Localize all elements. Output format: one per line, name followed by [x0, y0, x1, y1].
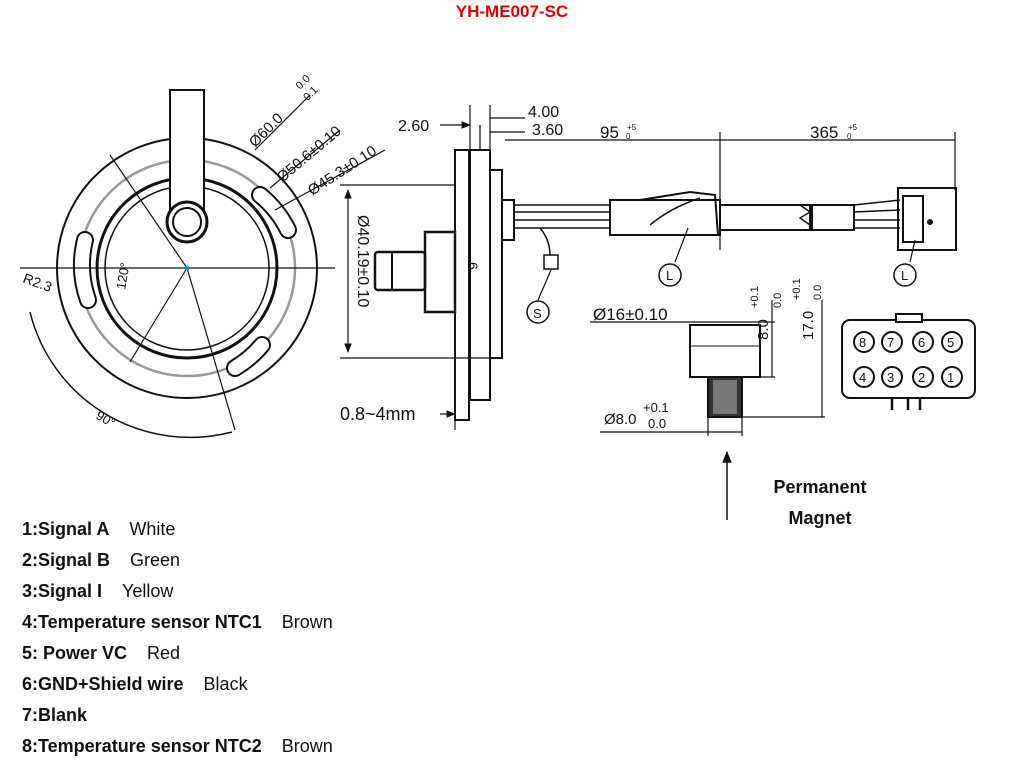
drawing-title: YH-ME007-SC	[455, 2, 569, 21]
dim-h8: 8.0	[755, 319, 772, 340]
flange-plate	[454, 149, 470, 421]
flange-body	[469, 149, 491, 401]
dim-d8-up: +0.1	[643, 400, 669, 415]
pin-6: 6	[918, 335, 925, 350]
dim-h8-up: +0.1	[749, 286, 761, 308]
pinout-row: 4:Temperature sensor NTC1 Brown	[22, 607, 333, 638]
dim-d60: Ø60.0	[246, 110, 287, 151]
pinout-row: 6:GND+Shield wire Black	[22, 669, 333, 700]
dim-d8: Ø8.0	[604, 411, 637, 428]
pin-8: 8	[859, 335, 866, 350]
dim-length-95-tol0: 0	[626, 132, 631, 141]
dim-gap: 0.8~4mm	[340, 404, 416, 424]
magnet-label-line-2: Magnet	[788, 508, 852, 528]
dim-2-60: 2.60	[398, 118, 429, 135]
dim-h17: 17.0	[800, 311, 817, 340]
pin-7: 7	[887, 335, 894, 350]
dim-angle-90: 90°	[94, 408, 119, 431]
pinout-label: 2:Signal B	[22, 550, 111, 570]
pinout-row: 8:Temperature sensor NTC2 Brown	[22, 731, 333, 762]
pin-4: 4	[859, 370, 866, 385]
pin-3: 3	[887, 370, 894, 385]
pinout-list: 1:Signal A White 2:Signal B Green 3:Signal…	[22, 514, 333, 762]
pinout-row: 3:Signal I Yellow	[22, 576, 333, 607]
dim-d40: Ø40.19±0.10	[354, 215, 371, 308]
magnet-label: Permanent Magnet	[760, 472, 880, 534]
pinout-color: Yellow	[122, 581, 174, 601]
dim-d16: Ø16±0.10	[593, 305, 668, 324]
pinout-color: Green	[130, 550, 181, 570]
cable-top	[169, 89, 205, 221]
marker-l-2: L	[901, 268, 908, 283]
pin-1: 1	[947, 370, 954, 385]
dim-h17-up: +0.1	[791, 278, 803, 300]
dim-3-60: 3.60	[532, 122, 563, 139]
dim-4-00: 4.00	[528, 104, 559, 121]
magnet-detail	[590, 300, 825, 520]
dim-d8-dn: 0.0	[648, 416, 666, 431]
pinout-label: 6:GND+Shield wire	[22, 674, 184, 694]
pin-5: 5	[947, 335, 954, 350]
front-view	[20, 89, 386, 439]
pinout-label: 4:Temperature sensor NTC1	[22, 612, 262, 632]
pinout-color: Brown	[281, 612, 333, 632]
pinout-color: Red	[147, 643, 181, 663]
pinout-label: 3:Signal I	[22, 581, 103, 601]
center-point	[184, 265, 190, 271]
pinout-label: 5: Power VC	[22, 643, 128, 663]
marker-l-1: L	[666, 268, 673, 283]
dim-6: 6	[465, 262, 481, 270]
dim-h17-dn: 0.0	[812, 285, 824, 300]
pinout-row: 1:Signal A White	[22, 514, 333, 545]
side-view	[340, 105, 957, 430]
pinout-color: Black	[203, 674, 248, 694]
connector-face	[841, 313, 976, 410]
marker-s: S	[533, 306, 542, 321]
dim-angle-120: 120°	[113, 261, 132, 290]
dim-h8-dn: 0.0	[772, 293, 784, 308]
pinout-label: 7:Blank	[22, 705, 88, 725]
pinout-label: 8:Temperature sensor NTC2	[22, 736, 262, 756]
pinout-row: 2:Signal B Green	[22, 545, 333, 576]
dim-length-365-tol: +5	[848, 123, 858, 132]
pinout-row: 5: Power VC Red	[22, 638, 333, 669]
dim-length-95: 95	[600, 123, 619, 142]
pinout-color: White	[129, 519, 176, 539]
dim-length-95-tol: +5	[627, 123, 637, 132]
magnet-label-line-1: Permanent	[773, 477, 867, 497]
pin-2: 2	[918, 370, 925, 385]
pinout-color: Brown	[281, 736, 333, 756]
dim-length-365-tol0: 0	[847, 132, 852, 141]
dim-length-365: 365	[810, 123, 838, 142]
pinout-row: 7:Blank	[22, 700, 333, 731]
dim-r23: R2.3	[21, 270, 54, 295]
pinout-label: 1:Signal A	[22, 519, 110, 539]
